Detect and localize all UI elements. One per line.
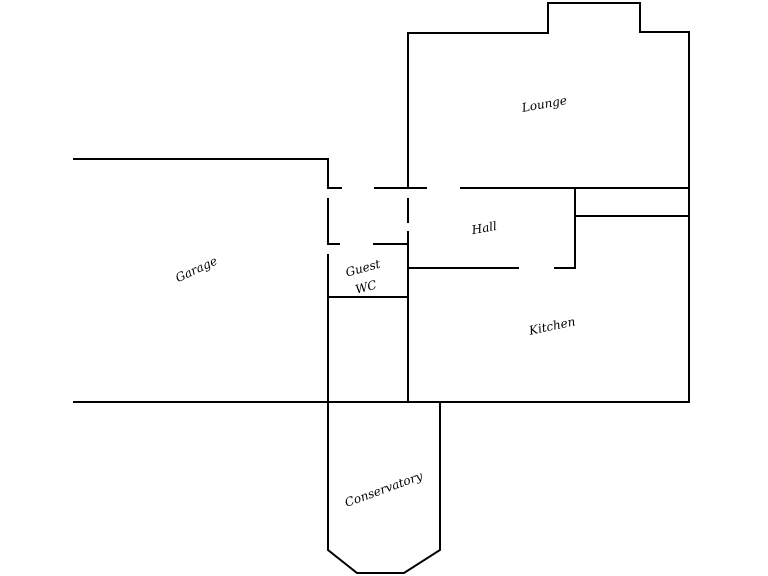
kitchen-label: Kitchen xyxy=(527,314,577,338)
conservatory-label: Conservatory xyxy=(343,469,425,510)
lounge-label: Lounge xyxy=(520,93,568,115)
hall-label: Hall xyxy=(470,219,498,237)
lounge-wall xyxy=(407,2,690,403)
guest-wc-label-line1: Guest xyxy=(344,257,382,280)
hall-kitchen-partition xyxy=(554,187,576,269)
garage-wall xyxy=(73,158,329,189)
guest-wc-label-line2: WC xyxy=(354,278,378,297)
garage-label: Garage xyxy=(173,254,219,285)
conservatory-wall xyxy=(327,401,441,574)
